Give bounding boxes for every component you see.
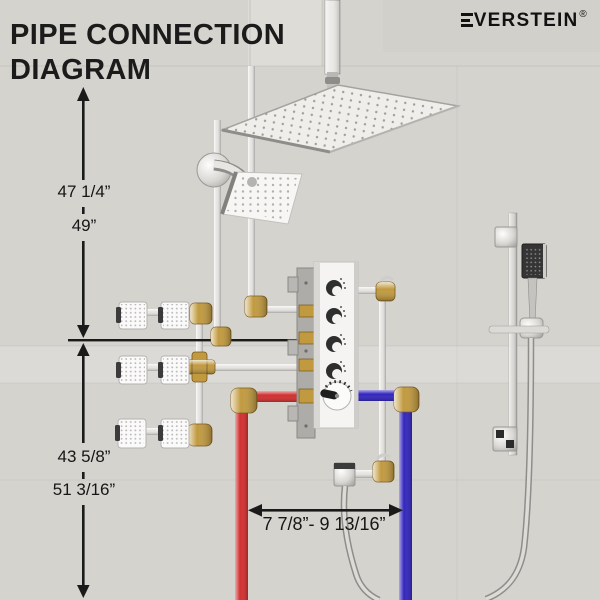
upper-dimension-line	[77, 87, 90, 338]
arrow-right-icon	[389, 504, 403, 517]
body-jet	[116, 301, 148, 330]
rain-shower-head	[219, 84, 461, 154]
horizontal-dimension-line	[248, 504, 403, 517]
body-jet	[115, 418, 147, 449]
dim-label-upper-1: 47 1/4”	[57, 182, 111, 201]
page-title-line2: DIAGRAM	[10, 54, 152, 86]
brass-elbow-hand-shower-bottom	[372, 453, 395, 483]
brass-elbow-port1	[244, 295, 268, 318]
body-jet	[158, 418, 190, 449]
volume-knob[interactable]	[326, 334, 346, 352]
ceiling-arm	[324, 0, 341, 75]
hand-shower-handle[interactable]	[527, 277, 538, 323]
wall-shower-head	[220, 171, 303, 225]
hand-shower-outlet	[333, 462, 381, 600]
dim-label-lower-1: 43 5/8”	[57, 447, 111, 466]
arrow-down-icon	[77, 325, 90, 338]
brass-elbow-hot	[230, 387, 258, 414]
brass-elbow-jets-top	[189, 302, 213, 325]
volume-knob[interactable]	[326, 278, 346, 296]
ceiling-rain-shower	[219, 0, 461, 154]
pipe-vertical-mid	[214, 120, 221, 334]
arrow-down-icon	[77, 585, 90, 598]
hot-water-pipe	[230, 387, 304, 600]
brass-fittings	[183, 275, 396, 483]
pipe-horizontal-port1	[260, 306, 304, 313]
brass-cross-jets	[183, 351, 216, 383]
lower-dimension-line	[77, 343, 90, 598]
rough-in-bracket	[287, 267, 316, 439]
hand-shower-supply-pipe	[352, 287, 386, 478]
shower-hose-highlight	[485, 337, 533, 600]
outlet-hose-highlight	[342, 485, 380, 600]
cold-water-pipe	[356, 386, 420, 600]
wall-panel-dark	[383, 0, 600, 52]
pipe-horizontal-port3	[208, 364, 304, 371]
logo-brand-text: VERSTEIN	[473, 10, 579, 31]
body-jet	[158, 301, 190, 330]
registered-mark: ®	[579, 9, 588, 20]
dim-label-upper-2: 49”	[71, 216, 97, 235]
dim-label-lower-2: 51 3/16”	[52, 480, 116, 499]
brass-elbow-hand-shower-top	[375, 275, 396, 302]
hand-shower-head[interactable]	[521, 243, 547, 279]
arrow-left-icon	[248, 504, 262, 517]
body-jets	[115, 301, 190, 449]
brass-elbow-jets-bottom	[187, 423, 213, 447]
logo-e-icon	[460, 13, 473, 27]
hand-shower-set	[484, 212, 550, 600]
page-title-line1: PIPE CONNECTION	[10, 19, 286, 51]
body-jet	[116, 355, 148, 385]
thermostatic-knob[interactable]	[320, 380, 353, 411]
slide-bar	[508, 212, 518, 456]
wall-panel-light	[248, 0, 322, 66]
soap-shelf	[488, 325, 550, 334]
everstein-logo: VERSTEIN®	[460, 9, 588, 32]
volume-knob[interactable]	[326, 306, 346, 324]
thermostatic-valve	[287, 261, 359, 439]
dimension-graphics	[77, 87, 403, 598]
slide-bar-top-bracket	[494, 226, 518, 248]
brass-elbow-cold	[393, 386, 420, 413]
wall-shower	[196, 152, 303, 225]
valve-centerline	[68, 339, 316, 342]
slide-bar-bottom-bracket[interactable]	[492, 426, 518, 452]
brass-elbow-port2	[210, 326, 232, 347]
body-jet	[158, 355, 190, 385]
arrow-up-icon	[77, 343, 90, 356]
arrow-up-icon	[77, 87, 90, 101]
dim-label-horizontal: 7 7/8”- 9 13/16”	[262, 514, 386, 534]
volume-knob[interactable]	[326, 361, 346, 379]
